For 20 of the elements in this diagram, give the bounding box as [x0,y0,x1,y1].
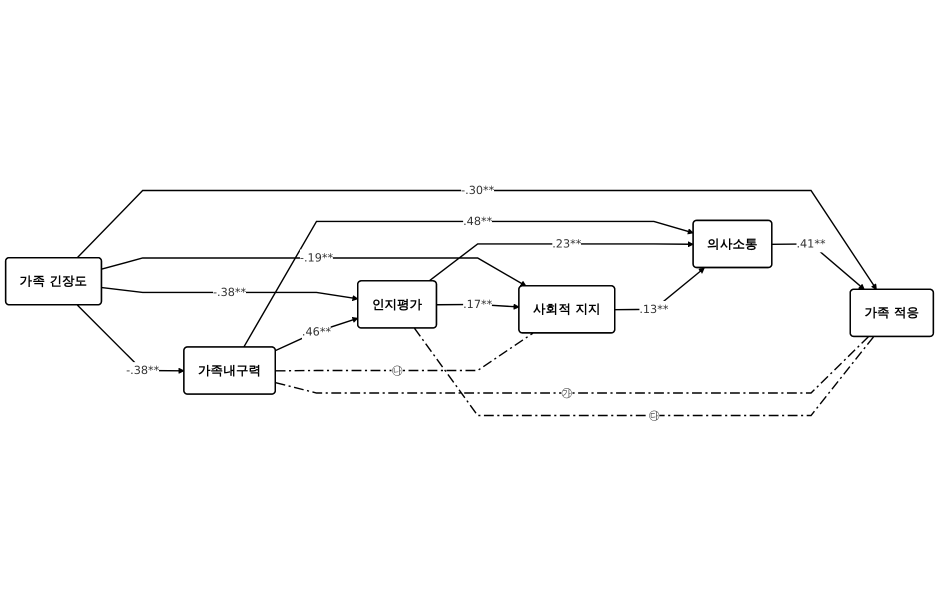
connector [276,332,534,372]
edge-label: .41** [796,236,826,250]
edge-label: .17** [463,297,492,311]
edge-label: ㉯ [391,363,403,377]
connector [414,328,874,416]
edge-label: .13** [639,302,668,316]
arrow [102,257,527,286]
edge-label: ㉮ [561,386,572,400]
edge-label: -.30** [461,183,494,197]
arrow [243,220,694,348]
arrow [428,241,694,282]
edge-label: .46** [302,324,332,338]
arrow [275,316,358,352]
edge-label: -.38** [212,285,246,299]
edge-label: -.38** [126,363,160,377]
connector [275,336,869,394]
edge-label: .48** [463,214,492,228]
edge-label: .23** [552,236,582,250]
edge-label: ㉰ [648,408,660,422]
edge-label: -.19** [300,250,334,264]
